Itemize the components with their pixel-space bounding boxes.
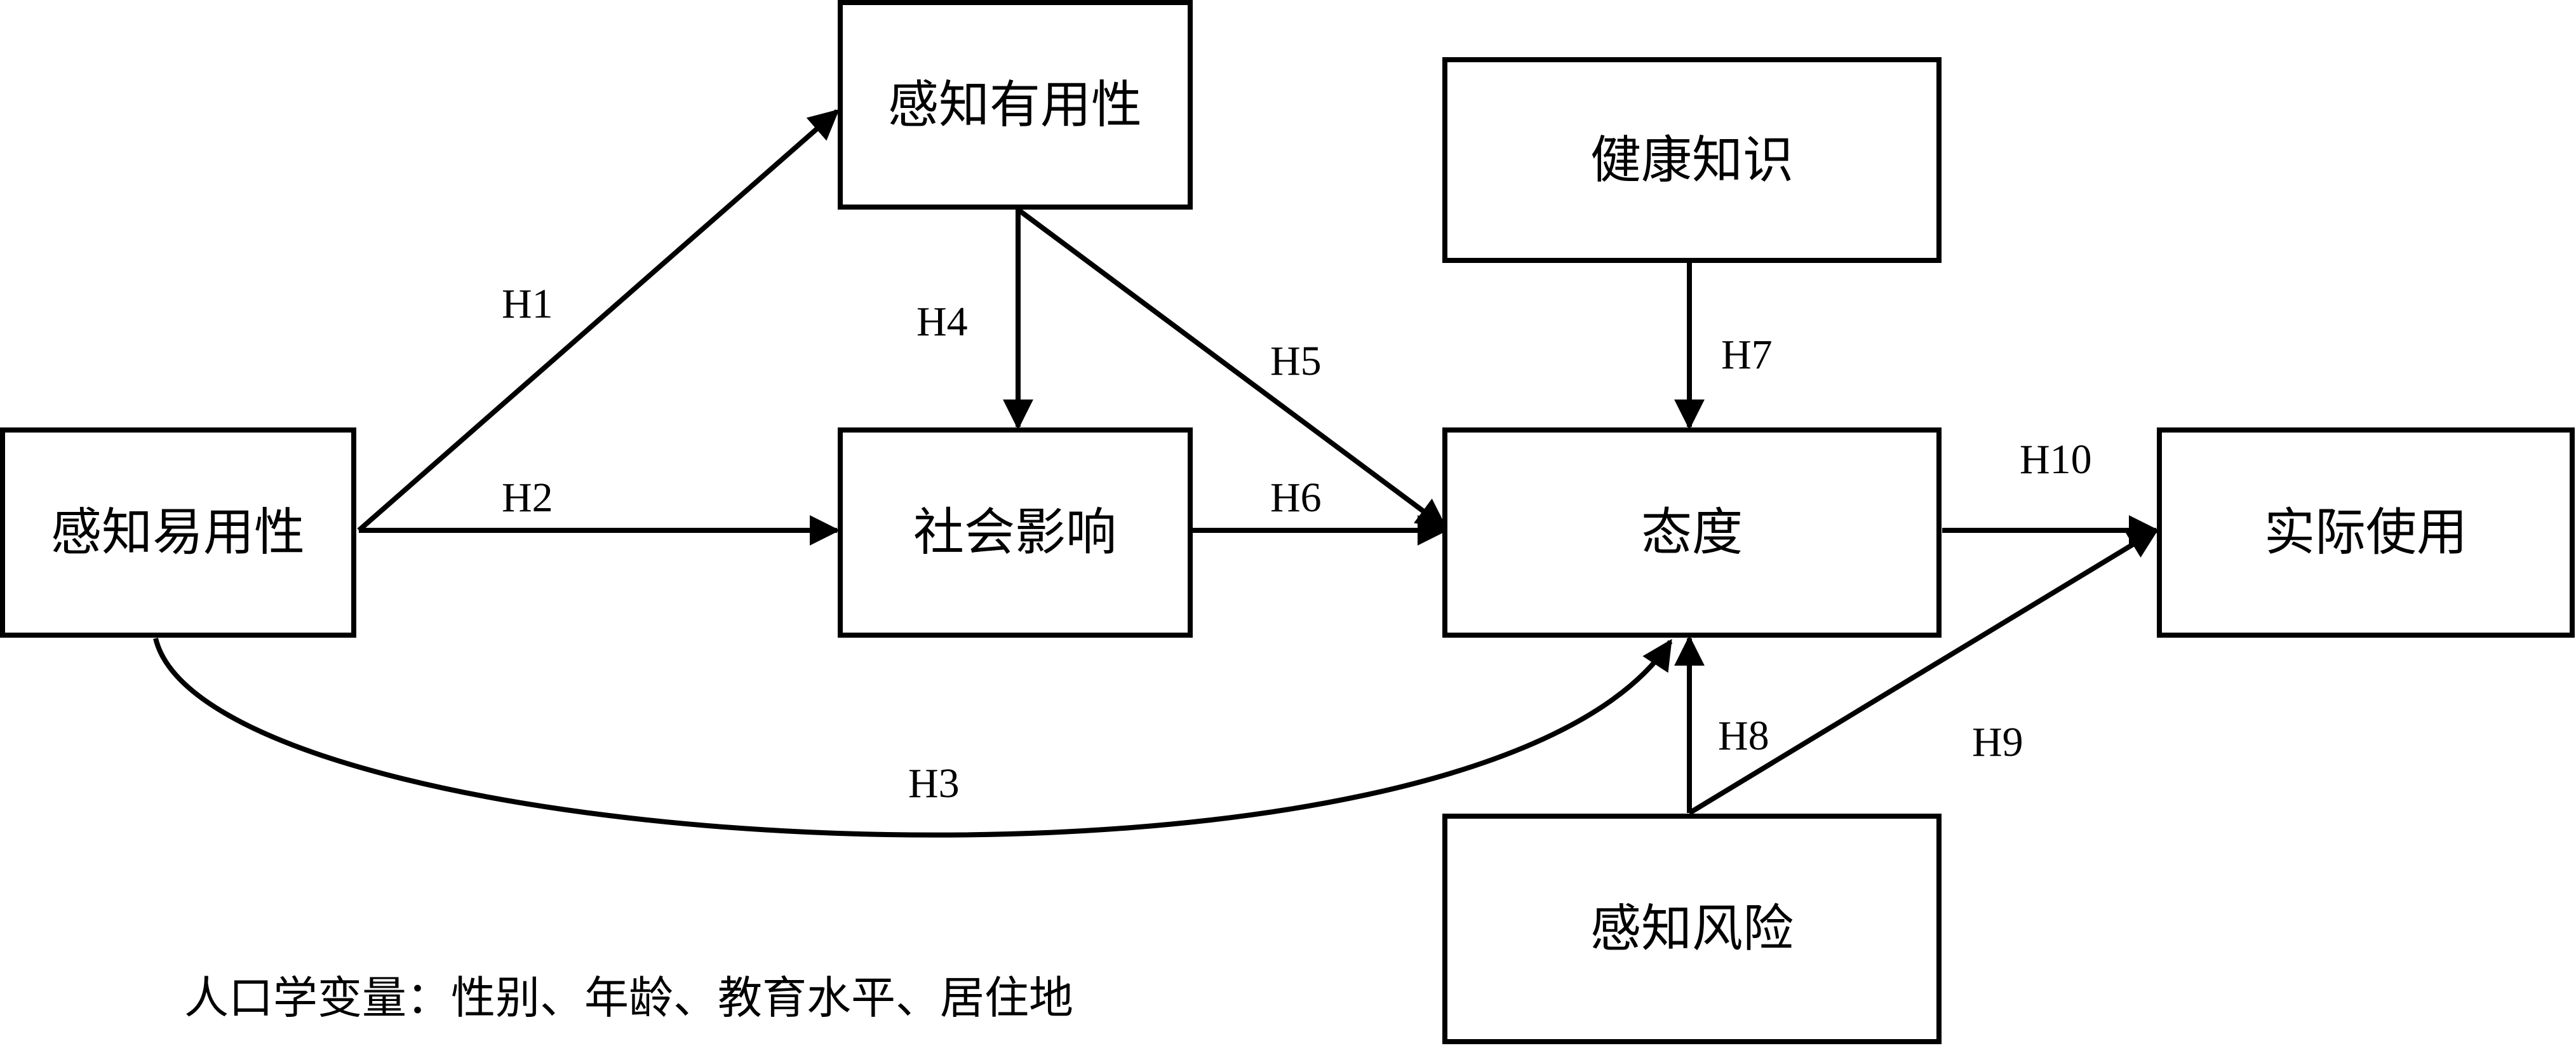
label-h9: H9 xyxy=(1972,719,2023,765)
edge-h3: H3 xyxy=(153,638,1673,838)
node-perceived-usefulness: 感知有用性 xyxy=(838,0,1193,210)
node-actual-use-label: 实际使用 xyxy=(2264,503,2467,562)
edge-h8: H8 xyxy=(1674,635,1769,813)
arrow-h1 xyxy=(357,109,840,533)
label-h4: H4 xyxy=(916,299,968,345)
edge-h1: H1 xyxy=(357,109,840,533)
node-social-influence-label: 社会影响 xyxy=(913,503,1117,562)
label-h7: H7 xyxy=(1721,332,1773,378)
arrow-h5 xyxy=(1016,207,1447,530)
node-attitude: 态度 xyxy=(1442,427,1942,638)
label-h10: H10 xyxy=(2020,436,2092,483)
node-perceived-ease-of-use: 感知易用性 xyxy=(0,427,356,638)
label-h1: H1 xyxy=(502,281,553,327)
node-actual-use: 实际使用 xyxy=(2157,427,2575,638)
node-social-influence: 社会影响 xyxy=(838,427,1193,638)
edge-h9: H9 xyxy=(1687,528,2159,816)
node-attitude-label: 态度 xyxy=(1641,503,1743,562)
label-h8: H8 xyxy=(1718,713,1769,759)
label-h3: H3 xyxy=(908,760,960,807)
edge-h4: H4 xyxy=(916,210,1033,430)
edge-h7: H7 xyxy=(1674,262,1773,430)
edge-h10: H10 xyxy=(1942,436,2159,546)
edge-h6: H6 xyxy=(1193,474,1448,546)
arrow-h9 xyxy=(1687,528,2159,816)
label-h6: H6 xyxy=(1270,474,1322,521)
arrow-h3 xyxy=(153,638,1673,838)
node-health-knowledge-label: 健康知识 xyxy=(1590,131,1794,190)
demographic-variables-note: 人口学变量：性别、年龄、教育水平、居住地 xyxy=(184,972,1073,1024)
node-perceived-usefulness-label: 感知有用性 xyxy=(888,76,1142,135)
edge-h2: H2 xyxy=(359,474,840,546)
label-h2: H2 xyxy=(502,474,553,521)
node-perceived-risk-label: 感知风险 xyxy=(1590,899,1794,958)
edge-h5: H5 xyxy=(1016,207,1447,530)
label-h5: H5 xyxy=(1270,338,1322,384)
node-health-knowledge: 健康知识 xyxy=(1442,57,1942,263)
node-perceived-ease-of-use-label: 感知易用性 xyxy=(51,503,305,562)
node-perceived-risk: 感知风险 xyxy=(1442,814,1942,1044)
